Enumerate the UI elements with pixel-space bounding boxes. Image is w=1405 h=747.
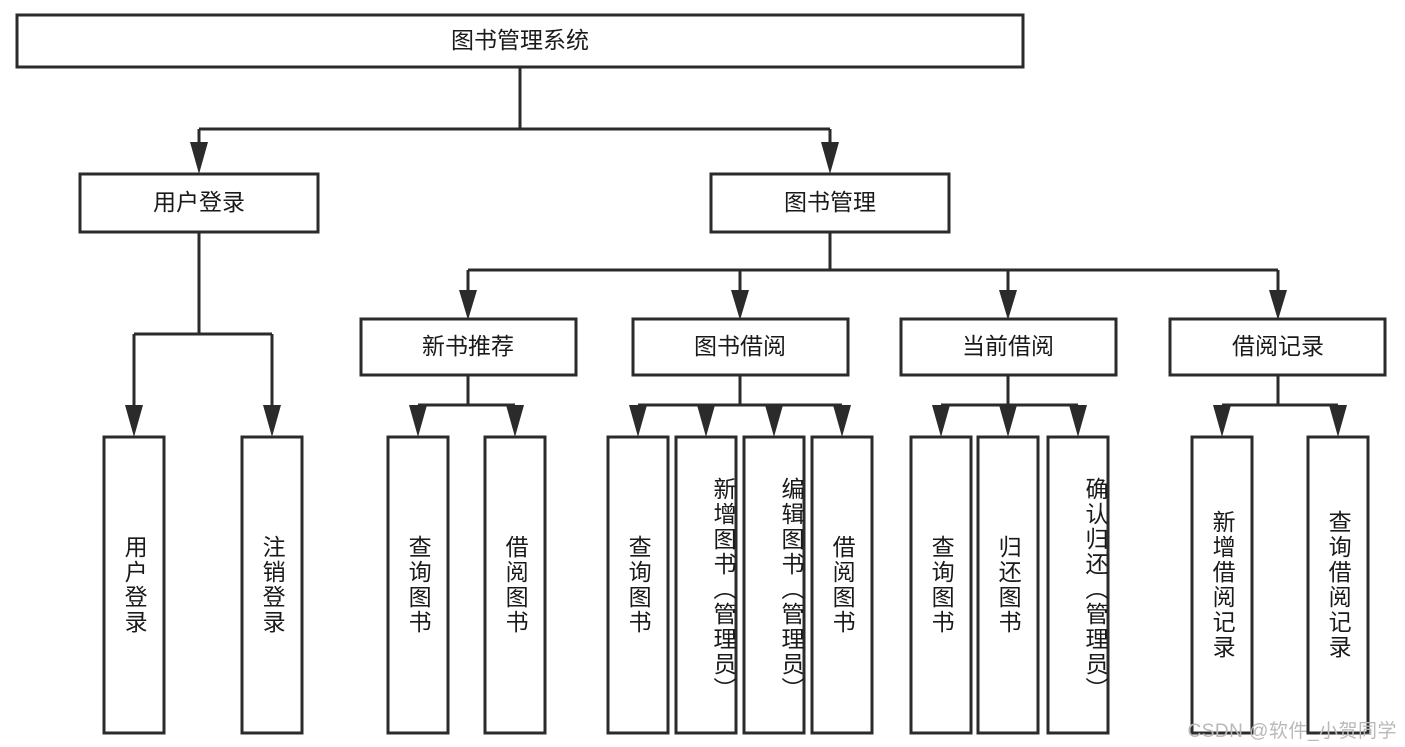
node-user-login-label: 用户登录	[153, 189, 245, 215]
arrow-head-bb-leaf4	[833, 405, 851, 437]
arrow-head-leaf-logout	[263, 405, 281, 437]
arrow-head-user-login	[190, 142, 208, 174]
node-borrow-record-label: 借阅记录	[1232, 333, 1324, 359]
node-user-login[interactable]	[78, 172, 320, 234]
node-book-manage-label: 图书管理	[784, 189, 876, 215]
node-leaf-cb-query-book[interactable]	[909, 435, 973, 735]
node-leaf-bb-borrow-book[interactable]	[810, 435, 874, 735]
node-leaf-cb-return-book[interactable]	[976, 435, 1040, 735]
node-root-label: 图书管理系统	[451, 27, 589, 53]
node-leaf-user-login[interactable]	[102, 435, 166, 735]
node-leaf-nb-borrow-book[interactable]	[483, 435, 547, 735]
arrow-head-nb-leaf1	[409, 405, 427, 437]
arrow-head-bb-leaf3	[765, 405, 783, 437]
node-layer: 图书管理系统 用户登录 图书管理 新书推荐 图书借阅 当前借阅 借阅记录	[15, 13, 1387, 735]
node-leaf-br-add-record[interactable]	[1190, 435, 1254, 735]
arrow-head-cb-leaf3	[1069, 405, 1087, 437]
arrow-head-nb-leaf2	[506, 405, 524, 437]
watermark-text: CSDN @软件_小贺同学	[1187, 721, 1397, 742]
node-book-manage[interactable]	[709, 172, 951, 234]
arrow-head-current-borrow	[999, 290, 1017, 320]
node-leaf-cb-confirm-return[interactable]	[1046, 435, 1110, 735]
connector-layer	[125, 67, 1347, 437]
node-leaf-nb-query-book[interactable]	[386, 435, 450, 735]
arrow-head-bb-leaf2	[697, 405, 715, 437]
node-leaf-br-query-record[interactable]	[1306, 435, 1370, 735]
arrow-head-cb-leaf1	[932, 405, 950, 437]
arrow-head-cb-leaf2	[999, 405, 1017, 437]
arrow-head-borrow-record	[1269, 290, 1287, 320]
arrow-head-br-leaf1	[1213, 405, 1231, 437]
node-root[interactable]	[15, 13, 1025, 69]
node-leaf-bb-edit-book[interactable]	[742, 435, 806, 735]
arrow-head-book-manage	[821, 142, 839, 174]
node-book-borrow-label: 图书借阅	[694, 333, 786, 359]
node-borrow-record[interactable]	[1168, 317, 1387, 377]
node-new-book-recommend-label: 新书推荐	[422, 333, 514, 359]
arrow-head-bb-leaf1	[629, 405, 647, 437]
node-leaf-bb-add-book[interactable]	[674, 435, 738, 735]
node-current-borrow-label: 当前借阅	[962, 333, 1054, 359]
node-new-book-recommend[interactable]	[359, 317, 578, 377]
arrow-head-leaf-user-login	[125, 405, 143, 437]
node-leaf-logout[interactable]	[240, 435, 304, 735]
node-current-borrow[interactable]	[899, 317, 1118, 377]
arrow-head-new-book	[459, 290, 477, 320]
arrow-head-br-leaf2	[1329, 405, 1347, 437]
node-leaf-bb-query-book[interactable]	[606, 435, 670, 735]
arrow-head-book-borrow	[731, 290, 749, 320]
node-book-borrow[interactable]	[631, 317, 850, 377]
